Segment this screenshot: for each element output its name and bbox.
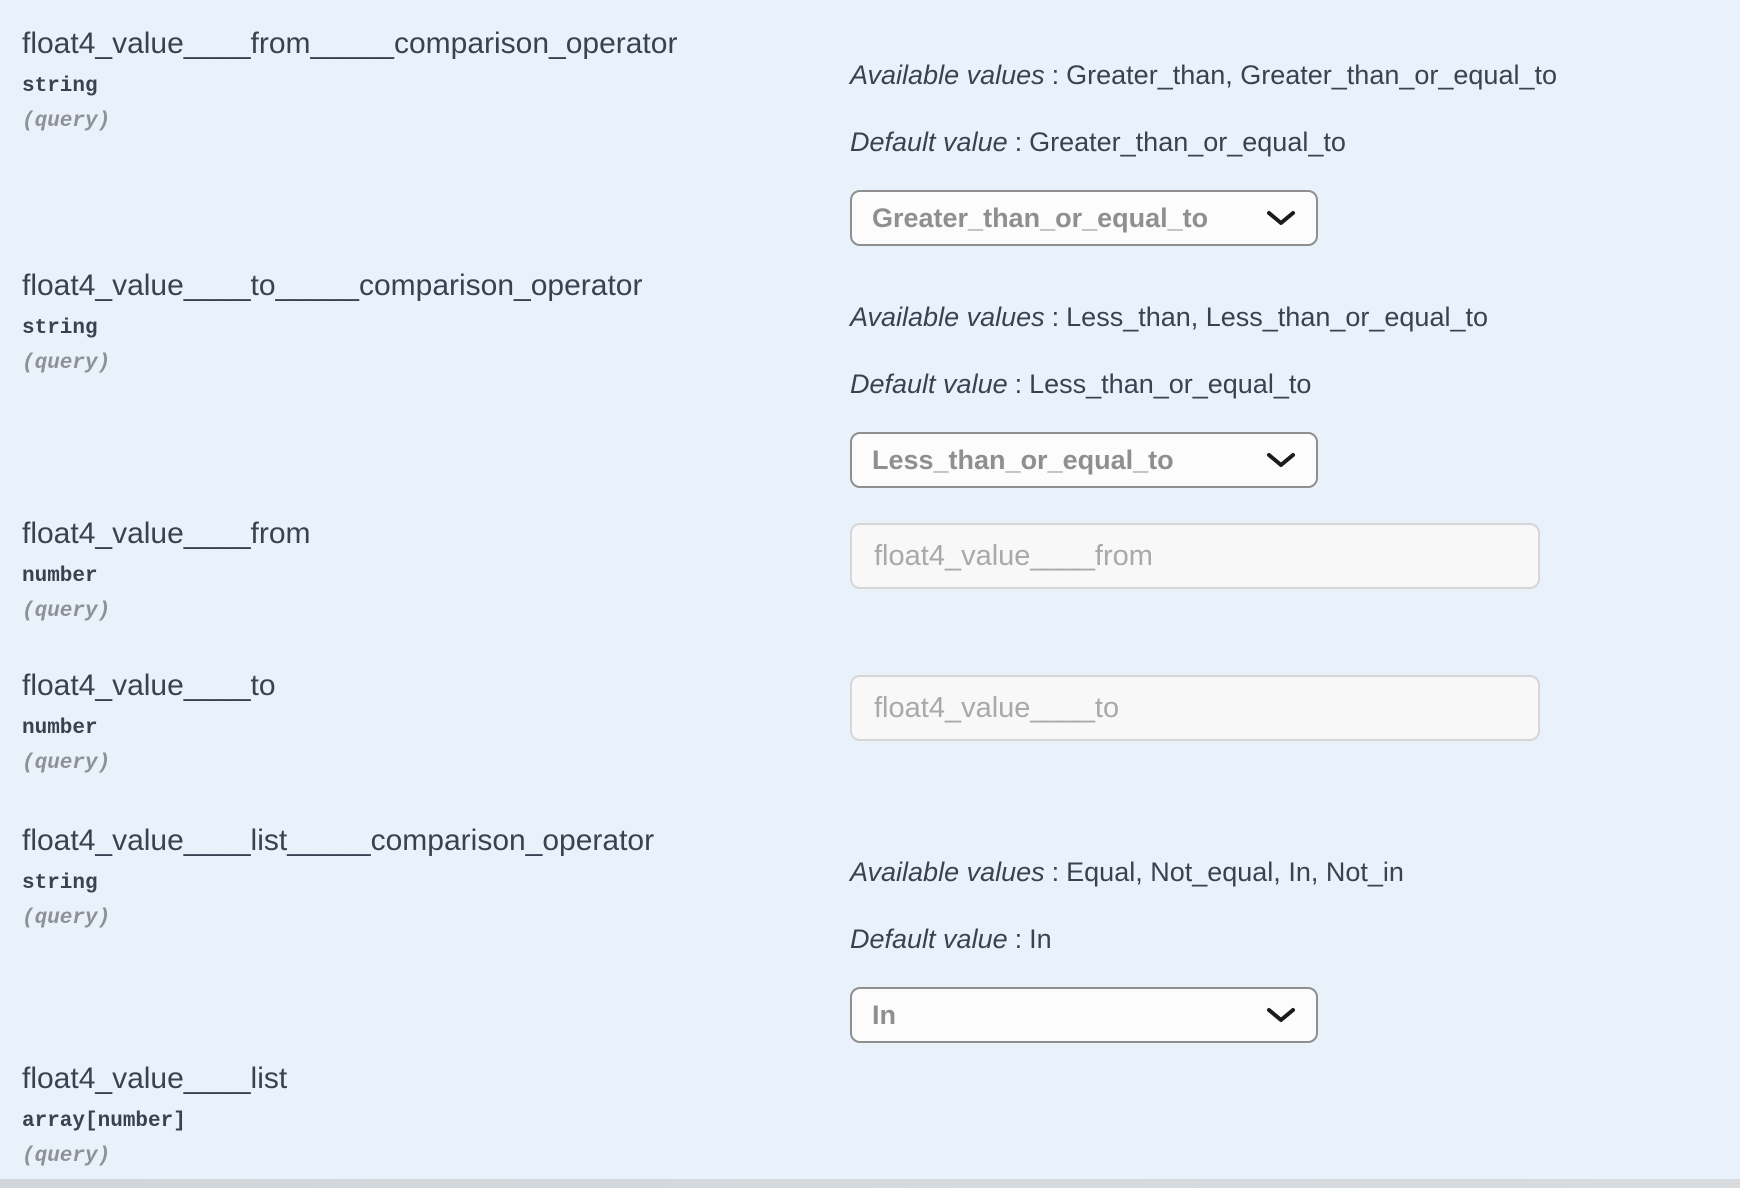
selected-option-label: In xyxy=(872,999,896,1030)
selected-option-label: Less_than_or_equal_to xyxy=(872,444,1174,475)
comparison-operator-select[interactable]: In xyxy=(850,987,1318,1043)
parameter-location: (query) xyxy=(22,907,111,930)
colon-separator: : xyxy=(1014,369,1023,399)
value-to-input[interactable] xyxy=(850,675,1540,741)
available-values-label: Available values xyxy=(850,857,1045,887)
parameter-name: float4_value____from_____comparison_oper… xyxy=(22,27,678,60)
available-values-line: Available values:Less_than, Less_than_or… xyxy=(850,301,1740,333)
colon-separator: : xyxy=(1014,127,1023,157)
parameter-type: number xyxy=(22,565,98,588)
default-value: Less_than_or_equal_to xyxy=(1029,369,1312,399)
parameter-type: array[number] xyxy=(22,1110,186,1133)
section-bottom-divider xyxy=(0,1179,1740,1188)
chevron-down-icon xyxy=(1267,452,1295,467)
default-value: In xyxy=(1029,924,1052,954)
chevron-down-icon xyxy=(1267,1007,1295,1022)
available-values: Less_than, Less_than_or_equal_to xyxy=(1066,302,1488,332)
colon-separator: : xyxy=(1051,302,1060,332)
comparison-operator-select[interactable]: Greater_than_or_equal_to xyxy=(850,190,1318,246)
default-value-label: Default value xyxy=(850,924,1008,954)
available-values-label: Available values xyxy=(850,60,1045,90)
selected-option-label: Greater_than_or_equal_to xyxy=(872,202,1209,233)
parameter-type: string xyxy=(22,75,98,98)
default-value: Greater_than_or_equal_to xyxy=(1029,127,1346,157)
parameter-location: (query) xyxy=(22,352,111,375)
parameter-name: float4_value____list_____comparison_oper… xyxy=(22,824,655,857)
colon-separator: : xyxy=(1051,857,1060,887)
value-from-input[interactable] xyxy=(850,523,1540,589)
available-values-line: Available values:Greater_than, Greater_t… xyxy=(850,59,1740,91)
available-values-line: Available values:Equal, Not_equal, In, N… xyxy=(850,856,1740,888)
colon-separator: : xyxy=(1014,924,1023,954)
parameter-type: number xyxy=(22,717,98,740)
default-value-line: Default value:Greater_than_or_equal_to xyxy=(850,126,1740,158)
parameter-location: (query) xyxy=(22,110,111,133)
parameter-name: float4_value____list xyxy=(22,1062,288,1095)
parameter-name: float4_value____to xyxy=(22,669,276,702)
parameter-location: (query) xyxy=(22,600,111,623)
comparison-operator-select[interactable]: Less_than_or_equal_to xyxy=(850,432,1318,488)
available-values-label: Available values xyxy=(850,302,1045,332)
default-value-line: Default value:Less_than_or_equal_to xyxy=(850,368,1740,400)
available-values: Equal, Not_equal, In, Not_in xyxy=(1066,857,1404,887)
parameter-location: (query) xyxy=(22,1145,111,1168)
parameter-name: float4_value____to_____comparison_operat… xyxy=(22,269,643,302)
parameter-location: (query) xyxy=(22,752,111,775)
parameter-type: string xyxy=(22,317,98,340)
available-values: Greater_than, Greater_than_or_equal_to xyxy=(1066,60,1557,90)
default-value-label: Default value xyxy=(850,369,1008,399)
default-value-label: Default value xyxy=(850,127,1008,157)
default-value-line: Default value:In xyxy=(850,923,1740,955)
colon-separator: : xyxy=(1051,60,1060,90)
chevron-down-icon xyxy=(1267,210,1295,225)
parameter-type: string xyxy=(22,872,98,895)
parameter-name: float4_value____from xyxy=(22,517,311,550)
